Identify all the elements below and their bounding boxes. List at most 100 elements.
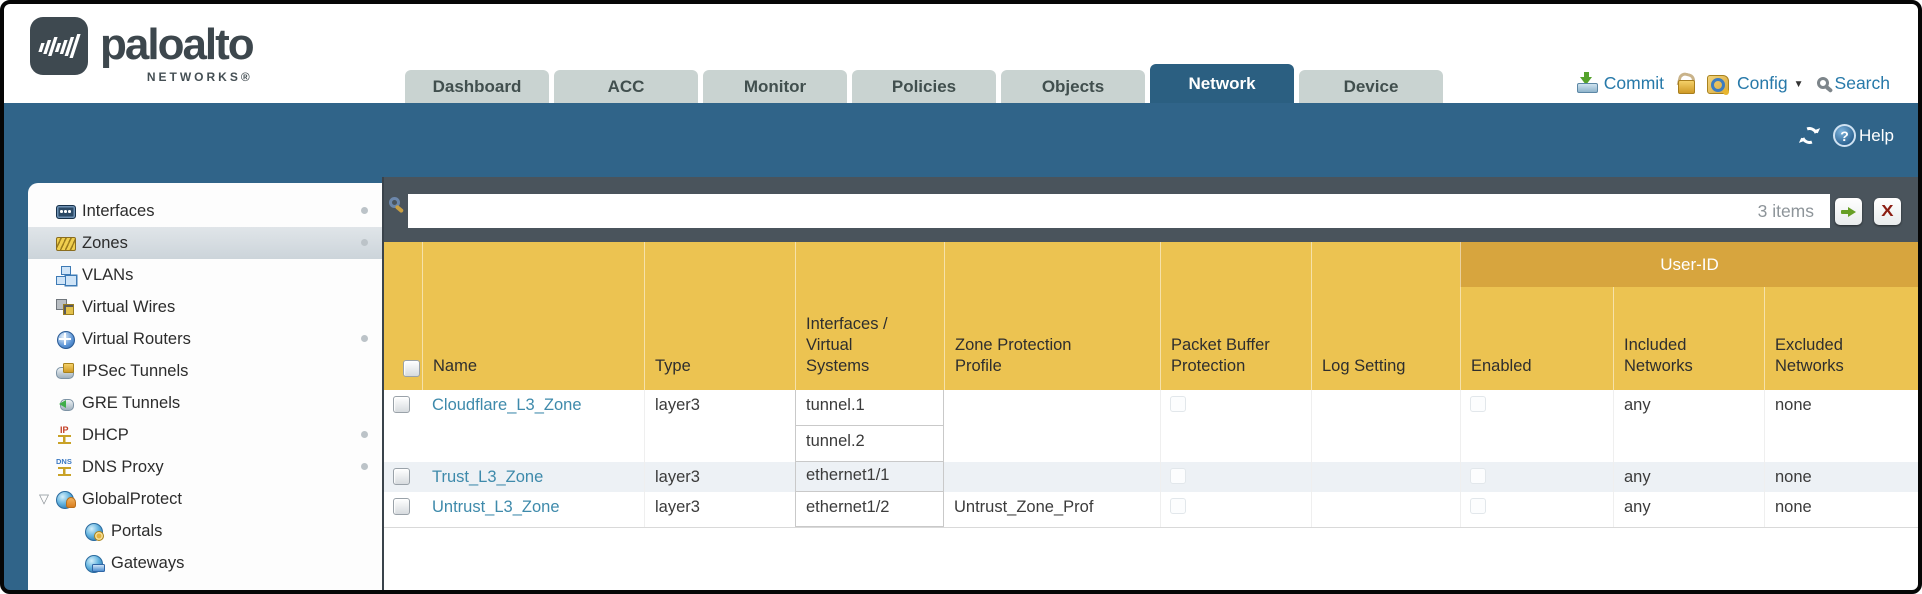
user-id-enabled-checkbox[interactable] [1470, 468, 1486, 484]
tab-acc[interactable]: ACC [554, 70, 698, 103]
brand-name: paloalto [100, 20, 255, 69]
header-label-line: Included [1624, 335, 1687, 354]
sidebar-item-globalprotect[interactable]: GlobalProtect [28, 483, 382, 515]
zone-name-link[interactable]: Cloudflare_L3_Zone [432, 396, 582, 414]
included-networks-cell: any [1613, 492, 1764, 527]
zone-type-cell: layer3 [644, 390, 795, 462]
user-id-enabled-checkbox[interactable] [1470, 498, 1486, 514]
tab-objects[interactable]: Objects [1001, 70, 1145, 103]
paloalto-logo-icon [30, 17, 88, 75]
header-cell-enabled[interactable]: Enabled [1460, 242, 1613, 390]
row-select-cell [384, 492, 422, 527]
globalprotect-icon [56, 490, 76, 509]
log-setting-cell [1311, 462, 1460, 492]
zone-name-link[interactable]: Trust_L3_Zone [432, 468, 544, 486]
help-button[interactable]: Help [1833, 124, 1894, 147]
sidebar-item-virtual-routers[interactable]: Virtual Routers [28, 323, 382, 355]
interface-item: ethernet1/1 [795, 462, 944, 492]
packet-buffer-checkbox[interactable] [1170, 468, 1186, 484]
header-label-line: Systems [806, 356, 870, 375]
sidebar-item-label: IPSec Tunnels [82, 361, 189, 380]
select-all-checkbox[interactable] [403, 360, 420, 377]
sidebar-item-dns-proxy[interactable]: DNS Proxy [28, 451, 382, 483]
header-label-line: Virtual [806, 335, 853, 354]
user-id-enabled-checkbox[interactable] [1470, 396, 1486, 412]
row-select-cell [384, 390, 422, 462]
sidebar-item-label: GRE Tunnels [82, 393, 181, 412]
header-label-line: Interfaces / [806, 314, 888, 333]
refresh-icon[interactable] [1798, 124, 1821, 147]
expand-triangle-icon[interactable] [35, 491, 53, 507]
sidebar-item-ipsec-tunnels[interactable]: IPSec Tunnels [28, 355, 382, 387]
user-id-label: User-ID [1660, 254, 1719, 274]
zone-protection-profile-cell: Untrust_Zone_Prof [954, 498, 1094, 516]
included-networks-cell: any [1613, 390, 1764, 462]
user-id-enabled-cell [1460, 462, 1613, 492]
help-label: Help [1859, 125, 1894, 145]
sidebar-item-label: Portals [111, 521, 163, 540]
virtual-routers-icon [56, 330, 75, 349]
sidebar-item-interfaces[interactable]: Interfaces [28, 195, 382, 227]
zone-protection-profile-cell [944, 462, 1160, 492]
packet-buffer-checkbox[interactable] [1170, 396, 1186, 412]
header-cell-name[interactable]: Name [422, 242, 644, 390]
sidebar-item-gateways[interactable]: Gateways [28, 547, 382, 579]
sub-header-band: Help [4, 103, 1918, 177]
sidebar-item-label: DNS Proxy [82, 457, 164, 476]
page-toolbar: Help [1798, 124, 1894, 147]
header-label-line: Name [433, 356, 478, 375]
interfaces-cell: ethernet1/1 [795, 462, 944, 492]
gateways-icon [85, 554, 105, 573]
apply-filter-button[interactable] [1835, 198, 1862, 225]
filter-input[interactable] [408, 194, 1830, 228]
config-label: Config [1737, 72, 1788, 93]
sidebar-item-gre-tunnels[interactable]: GRE Tunnels [28, 387, 382, 419]
search-button[interactable]: Search [1816, 73, 1890, 94]
row-checkbox[interactable] [393, 396, 410, 413]
portals-icon [85, 522, 104, 541]
zone-name-cell: Untrust_L3_Zone [422, 492, 644, 527]
sidebar-item-label: Interfaces [82, 201, 155, 220]
tab-monitor[interactable]: Monitor [703, 70, 847, 103]
header-label-line: Enabled [1471, 356, 1532, 375]
row-checkbox[interactable] [393, 468, 410, 485]
lock-icon[interactable] [1677, 72, 1696, 94]
header-label-line: Profile [955, 356, 1002, 375]
help-icon [1833, 124, 1857, 147]
excluded-networks-cell: none [1764, 492, 1918, 527]
sidebar-item-zones[interactable]: Zones [28, 227, 382, 259]
clear-filter-button[interactable] [1874, 198, 1901, 225]
paloalto-logo: paloalto NETWORKS® [30, 17, 255, 84]
excluded-networks-cell: none [1764, 462, 1918, 492]
sidebar-item-dhcp[interactable]: DHCP [28, 419, 382, 451]
sidebar-item-vlans[interactable]: VLANs [28, 259, 382, 291]
header-actions: Commit Config Search [1576, 72, 1890, 94]
header-cell-log-setting[interactable]: Log Setting [1311, 242, 1460, 390]
gre-tunnels-icon [56, 394, 74, 412]
sidebar-item-portals[interactable]: Portals [28, 515, 382, 547]
packet-buffer-checkbox[interactable] [1170, 498, 1186, 514]
zone-name-link[interactable]: Untrust_L3_Zone [432, 498, 560, 516]
excluded-networks-cell: none [1764, 390, 1918, 462]
interface-item: tunnel.2 [795, 426, 944, 462]
tab-device[interactable]: Device [1299, 70, 1443, 103]
sidebar-item-virtual-wires[interactable]: Virtual Wires [28, 291, 382, 323]
row-checkbox[interactable] [393, 498, 410, 515]
header-cell-type[interactable]: Type [644, 242, 795, 390]
tab-dashboard[interactable]: Dashboard [405, 70, 549, 103]
header-cell-select-all[interactable] [384, 242, 422, 390]
tab-policies[interactable]: Policies [852, 70, 996, 103]
config-menu[interactable]: Config [1707, 73, 1804, 94]
tab-network[interactable]: Network [1150, 64, 1294, 103]
sidebar-item-label: DHCP [82, 425, 129, 444]
commit-button[interactable]: Commit [1576, 72, 1664, 94]
zone-type-cell: layer3 [644, 462, 795, 492]
